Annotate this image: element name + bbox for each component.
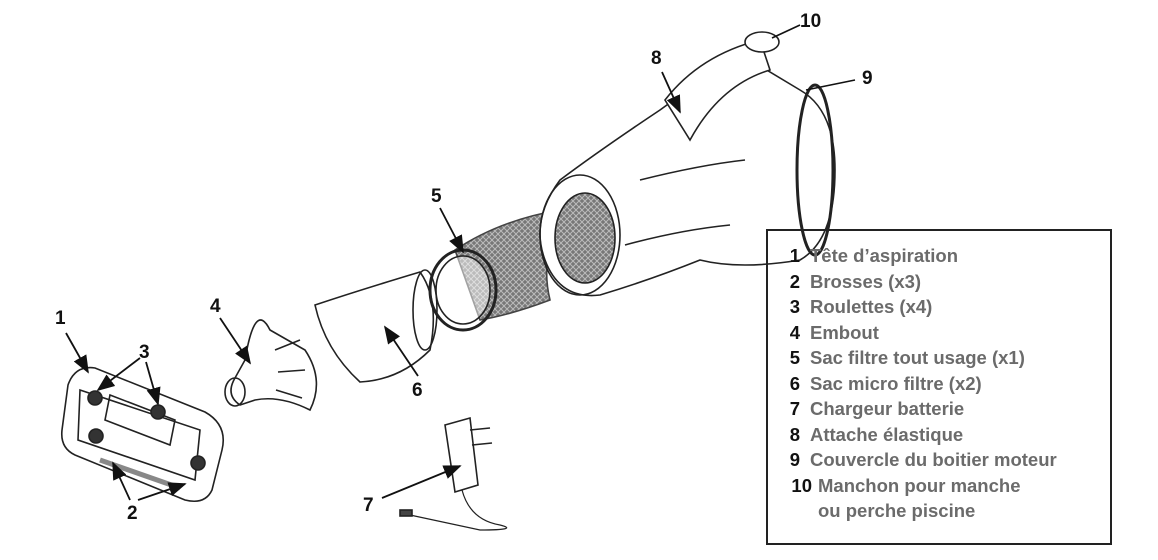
micro-filter xyxy=(314,269,438,383)
parts-legend: 1 Tête d’aspiration 2 Brosses (x3) 3 Roulet… xyxy=(766,229,1112,545)
legend-item-continued: ou perche piscine xyxy=(776,498,1110,524)
battery-charger xyxy=(399,416,508,531)
filter-bag xyxy=(428,208,562,332)
legend-number: 7 xyxy=(789,398,800,419)
legend-label: Brosses (x3) xyxy=(810,270,922,292)
motor-body xyxy=(539,31,836,297)
legend-item: 2 Brosses (x3) xyxy=(776,269,1110,295)
callout-9: 9 xyxy=(862,68,873,89)
legend-item: 5 Sac filtre tout usage (x1) xyxy=(776,345,1110,371)
callout-arrows xyxy=(65,71,681,501)
callout-3: 3 xyxy=(139,342,150,363)
callout-10: 10 xyxy=(800,11,822,32)
legend-number: 1 xyxy=(789,245,800,266)
callout-7: 7 xyxy=(363,495,374,516)
legend-number: 6 xyxy=(789,372,800,394)
legend-number: 3 xyxy=(789,296,800,317)
legend-label: Sac filtre tout usage (x1) xyxy=(810,347,1025,368)
legend-item: 3 Roulettes (x4) xyxy=(776,294,1110,320)
callout-8: 8 xyxy=(651,48,662,69)
suction-head xyxy=(60,366,224,503)
legend-number: 10 xyxy=(791,474,812,496)
legend-number: 2 xyxy=(789,270,800,292)
legend-label: Embout xyxy=(810,321,879,343)
callout-6: 6 xyxy=(412,380,423,401)
legend-item: 9 Couvercle du boitier moteur xyxy=(776,447,1110,473)
legend-label: ou perche piscine xyxy=(818,500,976,521)
legend-number: 4 xyxy=(789,321,800,343)
legend-item: 8 Attache élastique xyxy=(776,422,1110,448)
legend-label: Sac micro filtre (x2) xyxy=(810,372,982,394)
legend-number: 8 xyxy=(789,423,800,445)
legend-label: Roulettes (x4) xyxy=(810,296,933,317)
legend-number: 5 xyxy=(789,347,800,368)
legend-item: 6 Sac micro filtre (x2) xyxy=(776,371,1110,397)
legend-item: 7 Chargeur batterie xyxy=(776,396,1110,422)
legend-number: 9 xyxy=(789,449,800,470)
legend-item: 4 Embout xyxy=(776,320,1110,346)
callout-4: 4 xyxy=(210,296,221,317)
legend-label: Tête d’aspiration xyxy=(810,245,959,266)
callout-5: 5 xyxy=(431,186,442,207)
legend-label: Attache élastique xyxy=(810,423,964,445)
callout-2: 2 xyxy=(127,503,138,524)
callout-1: 1 xyxy=(55,308,66,329)
legend-label: Chargeur batterie xyxy=(810,398,965,419)
legend-label: Manchon pour manche xyxy=(818,474,1021,496)
legend-item: 10 Manchon pour manche xyxy=(776,473,1110,499)
legend-item: 1 Tête d’aspiration xyxy=(776,243,1110,269)
legend-label: Couvercle du boitier moteur xyxy=(810,449,1057,470)
nozzle xyxy=(224,319,318,412)
